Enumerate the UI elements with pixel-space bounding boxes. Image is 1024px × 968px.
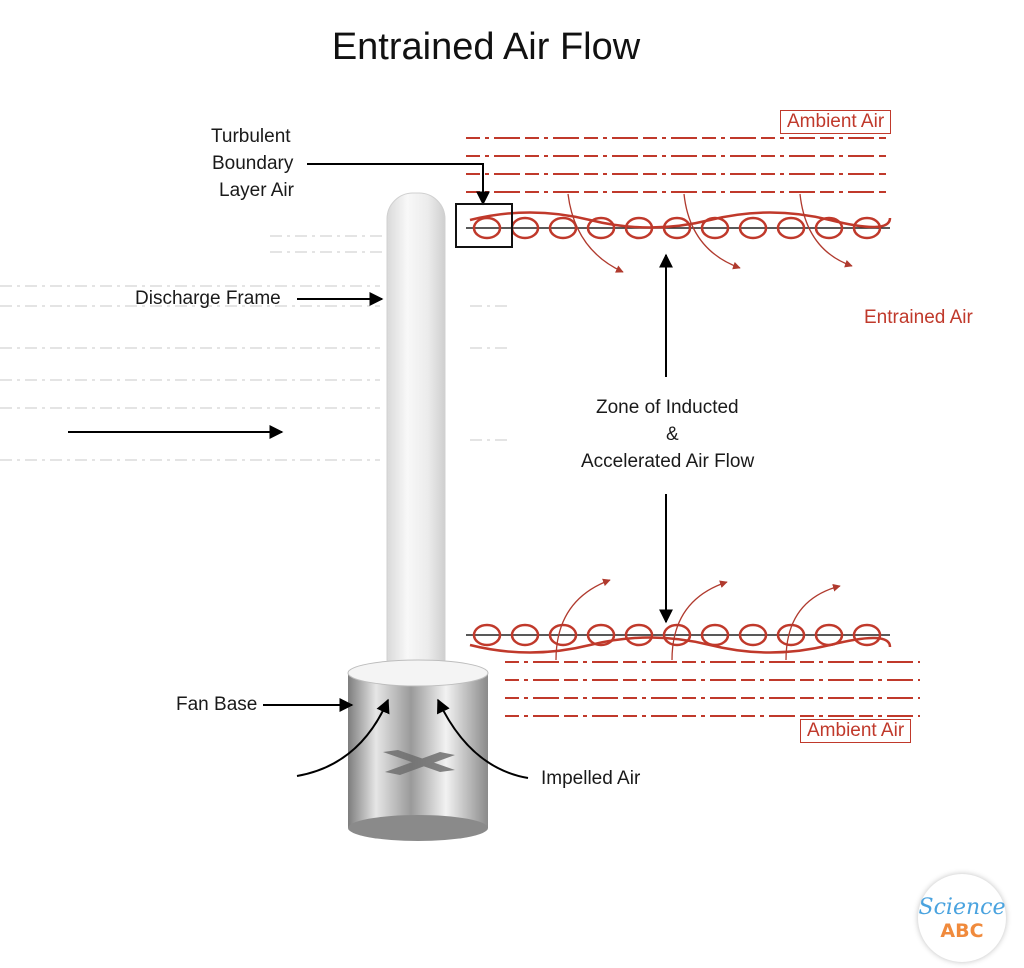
discharge-frame-label: Discharge Frame: [135, 288, 281, 309]
vortex-callout-box: [455, 203, 513, 248]
science-abc-logo: Science ABC: [918, 874, 1006, 962]
bottom-ambient-flow-lines: [505, 661, 920, 717]
impelled-air-label: Impelled Air: [541, 768, 641, 789]
callout-arrows: [68, 163, 673, 779]
diagram-title: Entrained Air Flow: [331, 26, 641, 68]
impelled-air-left-arrow: [296, 698, 390, 777]
logo-text-abc: ABC: [940, 920, 984, 942]
ambient-air-bottom-label: Ambient Air: [800, 719, 912, 743]
turbulent-callout-arrow: [307, 163, 490, 206]
entrained-air-arrows: [555, 193, 853, 661]
top-vortex-chain: [466, 211, 892, 240]
entrained-air-label: Entrained Air: [864, 307, 973, 328]
turbulent-label-line-2: Boundary: [212, 153, 294, 174]
zone-label-line-1: Zone of Inducted: [596, 397, 739, 418]
fan-base: [347, 659, 489, 841]
fan-logo-icon: [383, 750, 455, 775]
faint-flow-lines: [0, 235, 510, 461]
turbulent-label-line-3: Layer Air: [219, 180, 294, 201]
impelled-air-right-arrow: [437, 698, 529, 779]
bottom-vortex-chain: [466, 623, 892, 654]
fan-base-label: Fan Base: [176, 694, 258, 715]
discharge-frame: [386, 192, 446, 686]
zone-label-line-3: Accelerated Air Flow: [581, 451, 755, 472]
turbulent-label-line-1: Turbulent: [211, 126, 291, 147]
ambient-air-top-label: Ambient Air: [780, 110, 892, 134]
zone-label-line-2: &: [666, 424, 679, 445]
logo-text-science: Science: [918, 895, 1006, 920]
top-ambient-flow-lines: [466, 137, 886, 193]
